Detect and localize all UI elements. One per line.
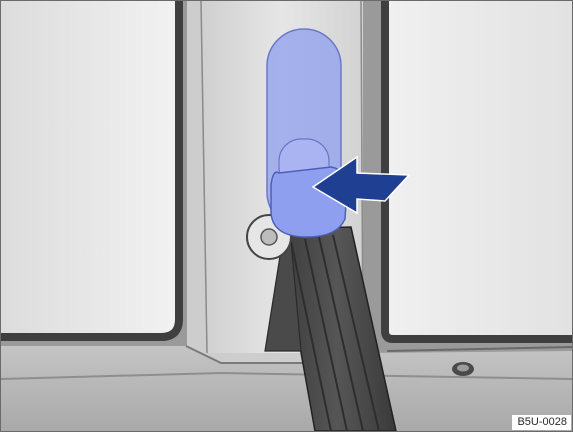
reference-code: B5U-0028 xyxy=(512,415,571,430)
seat-belt-height-adjuster xyxy=(267,29,347,237)
left-window xyxy=(1,1,187,346)
